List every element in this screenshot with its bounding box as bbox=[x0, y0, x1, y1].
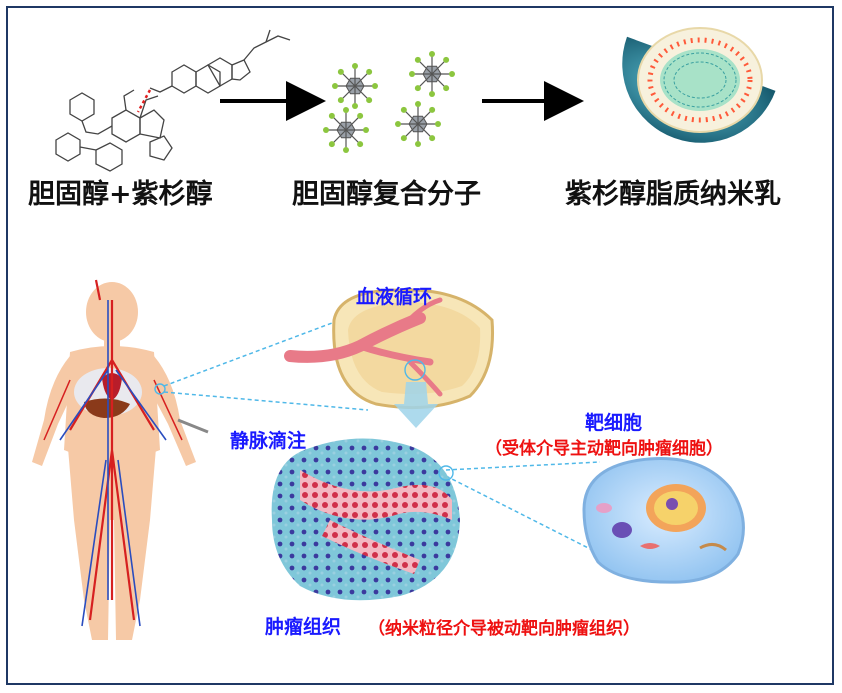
tumor-tissue-label: 肿瘤组织 bbox=[265, 616, 342, 638]
target-cell-icon bbox=[582, 457, 745, 584]
step1-label: 胆固醇+紫杉醇 bbox=[28, 179, 213, 210]
step3-label: 紫杉醇脂质纳米乳 bbox=[565, 179, 781, 210]
cholesterol-paclitaxel-structure-icon bbox=[55, 29, 291, 172]
complex-molecule-icon bbox=[409, 51, 455, 97]
syringe-icon bbox=[177, 418, 209, 434]
complex-molecule-icon bbox=[395, 101, 441, 147]
step2-label: 胆固醇复合分子 bbox=[292, 179, 481, 210]
hydrogen-bond-icon bbox=[136, 89, 152, 113]
zoom-arrow-icon bbox=[394, 382, 438, 428]
complex-molecule-icon bbox=[323, 107, 369, 153]
injection-label: 静脉滴注 bbox=[230, 430, 307, 452]
blood-vessel-section-icon bbox=[284, 288, 494, 410]
target-cell-description: （受体介导主动靶向肿瘤细胞） bbox=[485, 439, 723, 459]
target-cell-label: 靶细胞 bbox=[585, 412, 643, 434]
complex-molecule-cluster-icon bbox=[323, 51, 455, 153]
complex-molecule-icon bbox=[332, 63, 378, 109]
tumor-tissue-icon bbox=[271, 438, 460, 601]
tumor-tissue-description: （纳米粒径介导被动靶向肿瘤组织） bbox=[368, 619, 640, 639]
guide-lines bbox=[163, 319, 613, 561]
circulation-label: 血液循环 bbox=[356, 286, 433, 308]
human-body-icon bbox=[32, 279, 209, 640]
lipid-nanoemulsion-icon bbox=[622, 27, 776, 143]
